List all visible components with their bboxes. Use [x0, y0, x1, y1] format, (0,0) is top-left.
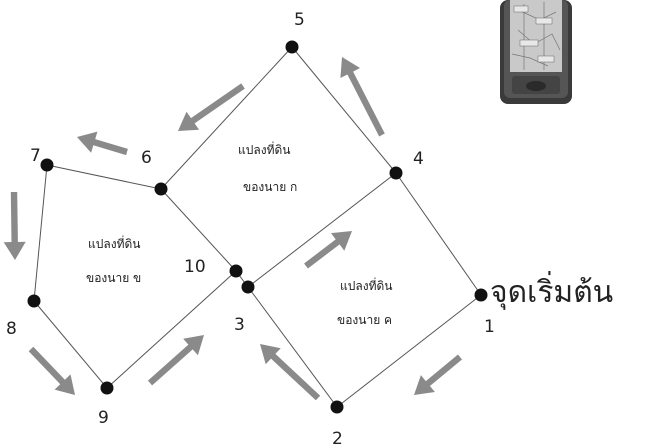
direction-arrow-8	[28, 346, 75, 395]
edge-2-3	[247, 286, 338, 408]
direction-arrow-7	[3, 192, 26, 260]
node-label-8: 8	[6, 319, 17, 339]
gps-device-icon	[500, 0, 572, 104]
node-label-6: 6	[141, 148, 152, 168]
edge-5-6	[160, 46, 293, 190]
survey-point-3	[241, 280, 255, 294]
survey-points	[27, 40, 488, 414]
node-label-7: 7	[30, 146, 41, 166]
direction-arrow-6	[77, 131, 128, 156]
parcel-kor-line2: ของนาย ก	[243, 180, 297, 194]
direction-arrow-9	[147, 335, 204, 386]
survey-point-7	[40, 158, 54, 172]
survey-point-9	[100, 381, 114, 395]
edge-4-1	[395, 172, 482, 296]
parcel-khor2-line2: ของนาย ค	[337, 313, 392, 327]
direction-arrow-2	[260, 344, 321, 401]
node-label-5: 5	[294, 10, 305, 30]
edge-1-2	[336, 294, 482, 408]
node-label-3: 3	[234, 315, 245, 335]
parcel-kor-line1: แปลงที่ดิน	[238, 141, 290, 157]
node-label-4: 4	[413, 149, 424, 169]
parcel-boundaries	[33, 46, 482, 408]
edge-6-10	[160, 188, 237, 272]
parcel-khor-line1: แปลงที่ดิน	[88, 235, 140, 251]
edge-4-5	[291, 46, 397, 174]
direction-arrow-4	[340, 57, 385, 137]
survey-point-5	[285, 40, 299, 54]
direction-arrow-5	[178, 83, 245, 131]
direction-arrow-3	[304, 231, 352, 269]
node-label-2: 2	[332, 429, 343, 448]
survey-point-10	[229, 264, 243, 278]
node-label-10: 10	[184, 257, 206, 277]
edge-7-8	[33, 164, 48, 302]
node-label-9: 9	[98, 408, 109, 428]
survey-point-2	[330, 400, 344, 414]
edge-3-4	[247, 172, 397, 288]
direction-arrow-1	[414, 354, 462, 395]
edge-6-7	[46, 164, 162, 190]
survey-point-8	[27, 294, 41, 308]
survey-point-4	[389, 166, 403, 180]
edge-9-10	[106, 270, 237, 389]
survey-point-1	[474, 288, 488, 302]
survey-point-6	[154, 182, 168, 196]
node-label-1: 1	[484, 317, 495, 337]
parcel-khor-line2: ของนาย ข	[86, 271, 141, 285]
start-point-label: จุดเริ่มต้น	[490, 271, 613, 311]
edge-8-9	[33, 300, 108, 389]
parcel-khor2-line1: แปลงที่ดิน	[340, 277, 392, 293]
direction-arrows	[3, 57, 462, 401]
